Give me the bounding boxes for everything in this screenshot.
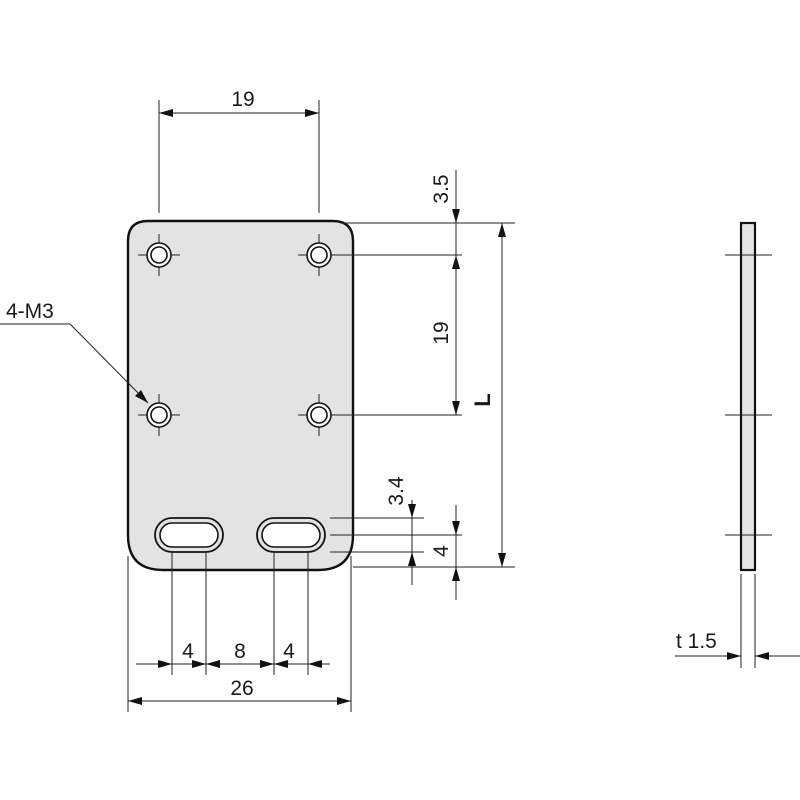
dim-slot-width-left-label: 4 [182,640,194,663]
dim-hole-spacing-x-label: 19 [231,88,254,111]
dim-top-offset-label: 3.5 [430,174,453,203]
dim-thickness-label: t 1.5 [676,630,717,653]
dim-thickness: t 1.5 [675,630,800,660]
tapped-hole-bottom-left [146,402,172,428]
dim-total-width-label: 26 [230,677,253,700]
dim-slot-bottom-label: 4 [430,545,453,557]
dim-hole-spacing-x: 19 [158,88,320,213]
dim-slot-width-right-label: 4 [283,640,295,663]
plate-outline [126,219,355,572]
side-view [725,221,772,668]
dim-hole-spacing-y-label: 19 [430,321,453,344]
hole-callout-label: 4-M3 [6,300,54,323]
tapped-hole-top-right [306,242,332,268]
side-view-plate [739,221,757,572]
dim-right-vertical: 3.5 19 L [340,170,515,568]
slot-left [154,517,224,553]
slot-right [256,517,326,553]
dim-slot-vertical: 3.4 4 [330,476,462,600]
tapped-hole-bottom-right [306,402,332,428]
dim-slot-gap-label: 8 [234,640,246,663]
dim-slot-offset-label: 3.4 [385,476,408,506]
dim-bottom-horizontal: 4 8 4 26 [127,552,352,712]
dim-length-label: L [470,393,495,406]
hole-callout: 4-M3 [0,300,149,404]
tapped-hole-top-left [146,242,172,268]
